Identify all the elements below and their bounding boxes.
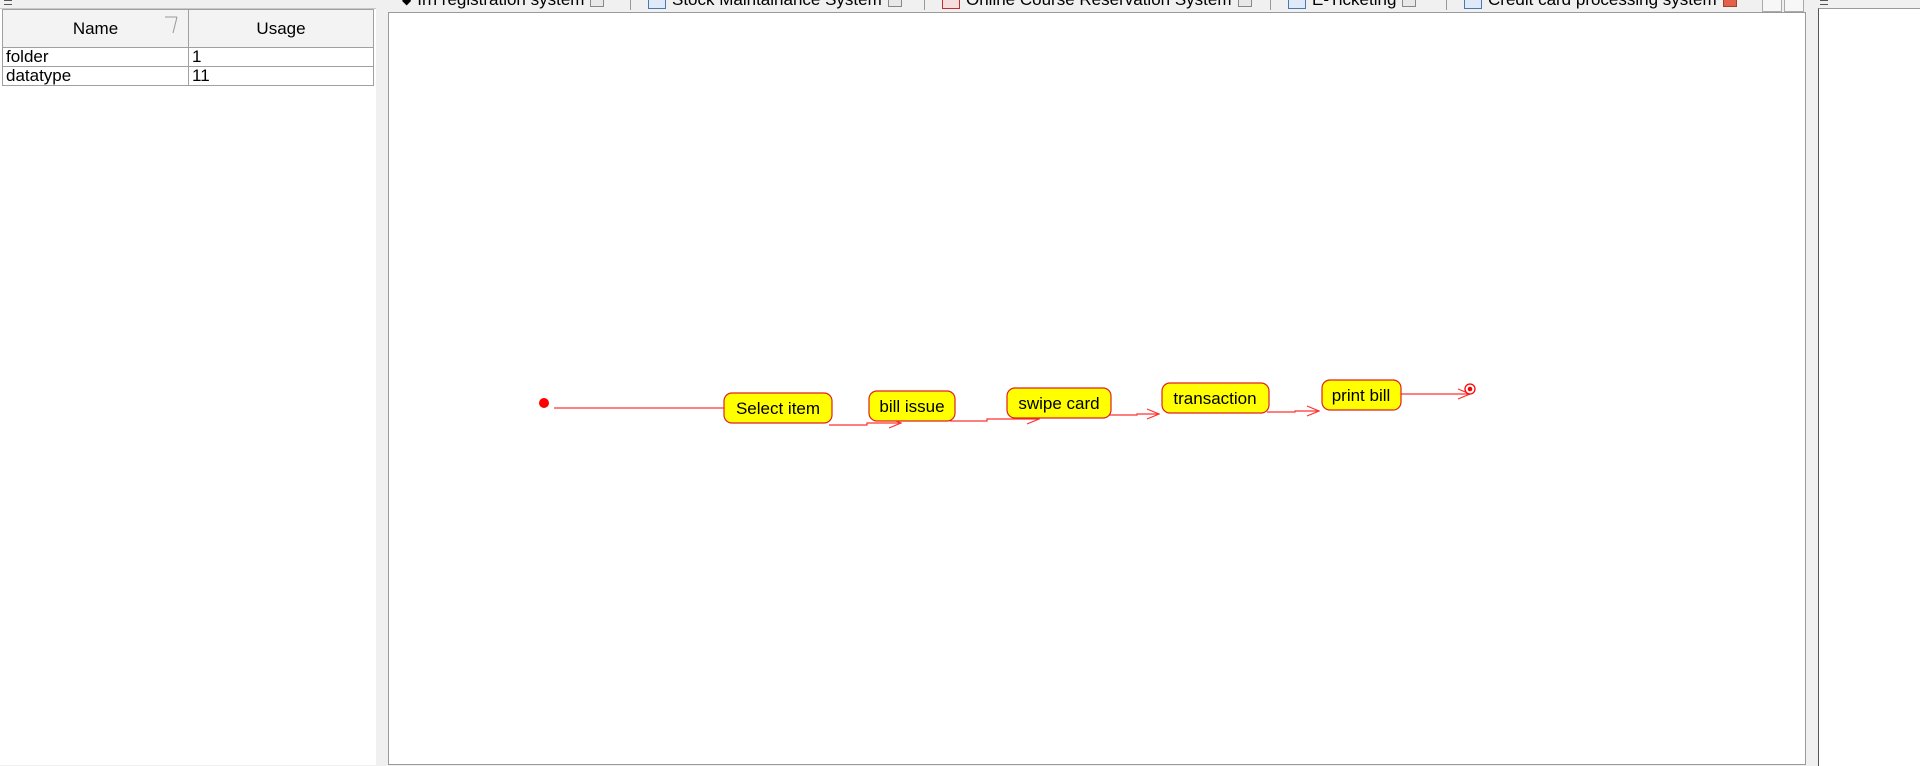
close-icon[interactable] [1722, 0, 1737, 7]
panel-splitter[interactable] [376, 0, 386, 765]
usage-panel: Name Usage folder 1 datatype 11 [0, 0, 377, 765]
diagram-icon [1464, 0, 1482, 9]
state-swipe-card[interactable]: swipe card [1006, 387, 1112, 419]
sort-indicator-icon [165, 16, 178, 34]
diagram-icon [942, 0, 960, 9]
diagram-editor: ◆ Irn registration system Stock Maintain… [386, 0, 1808, 765]
panel-header-strip [0, 0, 376, 9]
tab-label: Credit card processing system [1488, 0, 1717, 10]
tab-bar: ◆ Irn registration system Stock Maintain… [386, 0, 1808, 12]
table-row[interactable]: datatype 11 [2, 66, 374, 86]
transition-arrow[interactable] [829, 423, 901, 425]
menu-icon[interactable] [4, 0, 12, 5]
close-icon[interactable] [887, 0, 902, 7]
state-print-bill[interactable]: print bill [1321, 379, 1402, 411]
table-row[interactable]: folder 1 [2, 47, 374, 67]
tab-label: Irn registration system [417, 0, 584, 10]
tab-label: Online Course Reservation System [966, 0, 1232, 10]
state-label: transaction [1173, 389, 1256, 408]
cell-usage: 11 [188, 66, 374, 86]
close-icon[interactable] [590, 0, 605, 7]
tab-separator [630, 0, 631, 10]
cell-name: datatype [2, 66, 189, 86]
menu-icon[interactable] [1820, 0, 1828, 5]
state-bill-issue[interactable]: bill issue [868, 390, 956, 422]
state-label: print bill [1332, 386, 1391, 405]
close-icon[interactable] [1237, 0, 1252, 7]
diagram-icon [1288, 0, 1306, 9]
tab-scroll-left-button[interactable] [1762, 0, 1782, 12]
column-header-name[interactable]: Name [2, 9, 189, 48]
initial-state-node[interactable] [539, 398, 549, 408]
transition-arrow[interactable] [1108, 414, 1159, 415]
right-panel [1808, 0, 1920, 766]
diagram-icon [648, 0, 666, 9]
state-label: bill issue [879, 397, 944, 416]
transition-arrow[interactable] [950, 419, 1039, 421]
tab-label: Stock Maintainance System [672, 0, 882, 10]
state-label: Select item [736, 399, 820, 418]
final-state-node[interactable] [1464, 383, 1476, 395]
tab-stock-maintainance-system[interactable]: Stock Maintainance System [648, 0, 902, 11]
tab-separator [1446, 0, 1447, 10]
tab-separator [1270, 0, 1271, 10]
tab-online-course-reservation-system[interactable]: Online Course Reservation System [942, 0, 1252, 11]
tab-label: E-Ticketing [1312, 0, 1396, 10]
tab-irn-registration-system[interactable]: ◆ Irn registration system [402, 0, 605, 11]
column-header-usage[interactable]: Usage [188, 9, 374, 48]
tab-e-ticketing[interactable]: E-Ticketing [1288, 0, 1417, 11]
state-label: swipe card [1018, 394, 1099, 413]
right-panel-content [1818, 8, 1920, 766]
tab-scroll-right-button[interactable] [1784, 0, 1804, 12]
cell-name: folder [2, 47, 189, 67]
usage-table: Name Usage folder 1 datatype 11 [2, 9, 374, 86]
diamond-icon: ◆ [402, 0, 412, 7]
state-select-item[interactable]: Select item [723, 392, 833, 424]
tab-credit-card-processing-system[interactable]: Credit card processing system [1464, 0, 1737, 11]
state-diagram: Select item bill issue swipe card transa… [539, 379, 1476, 764]
transition-arrow[interactable] [1267, 411, 1319, 412]
cell-usage: 1 [188, 47, 374, 67]
tab-separator [924, 0, 925, 10]
diagram-canvas[interactable]: Select item bill issue swipe card transa… [388, 12, 1806, 765]
state-transaction[interactable]: transaction [1161, 382, 1270, 414]
close-icon[interactable] [1402, 0, 1417, 7]
